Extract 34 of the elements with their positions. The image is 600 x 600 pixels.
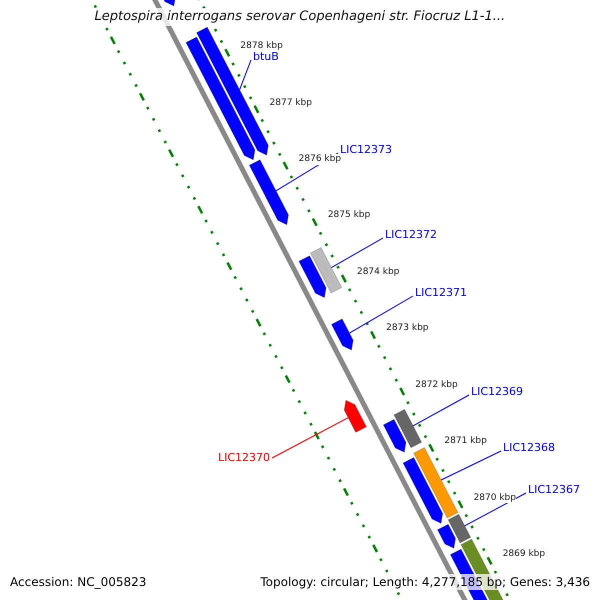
gene-label: LIC12367 [528,483,580,496]
gene-label: LIC12368 [503,441,556,454]
scale-label: 2876 kbp [298,154,342,165]
gene-label: LIC12371 [415,286,468,300]
scale-label: 2873 kbp [386,323,429,334]
gene-feature [344,400,367,433]
leader-line [330,238,384,268]
leader-line [239,60,252,90]
leader-line [349,296,414,334]
scale-label: 2875 kbp [328,210,370,222]
gene-label: LIC12373 [340,143,392,156]
genome-summary-text: Topology: circular; Length: 4,277,185 bp; Genes: 3,436 [258,574,592,590]
scale-label: 2874 kbp [356,266,400,278]
gene-feature [448,514,472,544]
gene-feature [248,159,289,226]
gene-feature [394,408,422,448]
leader-line [412,394,470,426]
scale-label: 2877 kbp [270,98,312,108]
scale-label: 2878 kbp [240,41,283,52]
gene-label: LIC12372 [385,228,438,242]
gene-feature [310,247,342,294]
leader-line [440,450,502,480]
leader-line [464,492,526,526]
gene-feature [413,447,458,518]
scale-label: 2870 kbp [474,492,516,504]
accession-text: Accession: NC_005823 [8,574,148,590]
gene-feature [331,318,354,350]
gene-label: LIC12369 [471,385,524,398]
gene-label: LIC12370 [218,451,270,464]
scale-label: 2872 kbp [415,380,458,391]
leader-line [272,417,349,458]
scale-label: 2869 kbp [502,549,546,560]
scale-label: 2871 kbp [444,436,487,448]
gene-label: btuB [253,50,279,64]
